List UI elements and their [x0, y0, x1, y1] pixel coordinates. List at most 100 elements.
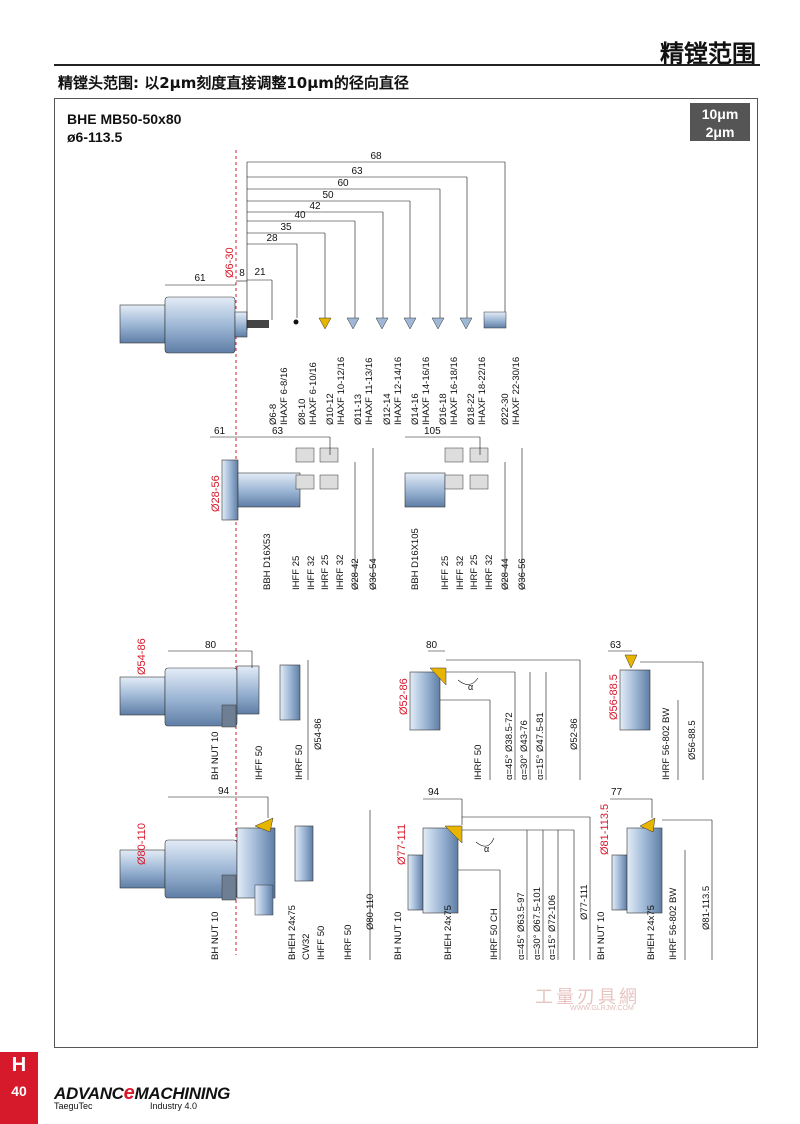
row3-c-drawing — [619, 654, 651, 731]
top-boring-head — [119, 296, 269, 354]
row4-c-drawing — [611, 817, 663, 914]
row4-c-dim: 77 — [611, 787, 623, 798]
bar-dim-105: 105 — [424, 426, 441, 437]
label-ihrf-25-a: IHRF 25 — [320, 555, 331, 590]
label-bh-nut-10-c: BH NUT 10 — [393, 912, 404, 960]
label-ihaxf-6-10: IHAXF 6-10/16 — [308, 362, 319, 425]
dim-28: 28 — [266, 233, 278, 244]
diagram-frame — [54, 98, 758, 1048]
top-insert-labels: Ø6-8 IHAXF 6-8/16 Ø8-10 IHAXF 6-10/16 Ø1… — [268, 357, 522, 425]
dim-42: 42 — [309, 201, 321, 212]
label-d36-54: Ø36-54 — [368, 558, 379, 590]
row3-b-red-label: Ø52-86 — [398, 678, 410, 715]
watermark: 工量刃具網 — [535, 987, 640, 1008]
label-bbh-d16x105: BBH D16X105 — [410, 528, 421, 590]
label-d81-113: Ø81-113.5 — [701, 886, 712, 930]
row4-b-labels: BH NUT 10 BHEH 24x75 IHRF 50 CH α=45° Ø6… — [393, 884, 590, 960]
row4-c-red-label: Ø81-113.5 — [599, 804, 611, 855]
label-d8-10: Ø8-10 — [297, 399, 308, 425]
row3-a-dim: 80 — [205, 640, 217, 651]
page-number: 40 — [11, 1083, 27, 1099]
label-ihrf-32-b: IHRF 32 — [484, 555, 495, 590]
label-ihaxf-10-12: IHAXF 10-12/16 — [336, 357, 347, 425]
label-bheh-24x75-b: BHEH 24x75 — [443, 905, 454, 960]
row4-a-red-label: Ø80-110 — [136, 823, 148, 865]
label-bbh-d16x53: BBH D16X53 — [262, 533, 273, 590]
label-ihrf-50-b: IHRF 50 — [473, 745, 484, 780]
model-name: BHE MB50-50x80 — [67, 111, 182, 127]
watermark-url: WWW.GLRJW.COM — [570, 1005, 634, 1012]
brand-left: ADVANC — [54, 1084, 124, 1103]
label-ihaxf-22-30: IHAXF 22-30/16 — [511, 357, 522, 425]
label-a45-d38-72: α=45° Ø38.5-72 — [504, 712, 515, 780]
bar-left-drawing — [221, 447, 339, 521]
row3-a-red-label: Ø54-86 — [136, 638, 148, 675]
label-d11-13: Ø11-13 — [353, 394, 364, 425]
row4-b-dims — [423, 798, 591, 960]
brand-right: MACHINING — [134, 1084, 231, 1103]
label-a30-d67-101: α=30° Ø67.5-101 — [532, 887, 543, 960]
row3-b-drawing — [409, 667, 447, 731]
label-a30-d43-76: α=30° Ø43-76 — [519, 720, 530, 780]
row3-b-dim: 80 — [426, 640, 438, 651]
label-ihaxf-12-14: IHAXF 12-14/16 — [393, 357, 404, 425]
row4-b-alpha: α — [484, 844, 489, 854]
label-ihrf-56-802-bw-b: IHRF 56-802 BW — [668, 888, 679, 960]
label-ihaxf-18-22: IHAXF 18-22/16 — [477, 357, 488, 425]
page-subtitle: 精镗头范围: 以2μm刻度直接调整10μm的径向直径 — [58, 74, 409, 92]
page-title: 精镗范围 — [660, 40, 756, 68]
dim-35: 35 — [280, 222, 292, 233]
label-d54-86-a: Ø54-86 — [313, 718, 324, 750]
brand-sub-right: Industry 4.0 — [150, 1101, 198, 1111]
label-ihrf-32-a: IHRF 32 — [335, 555, 346, 590]
row4-c-dims — [610, 798, 713, 960]
resolution-badge: 10μm 2μm — [690, 103, 750, 141]
top-dim-values: 68 63 60 50 42 40 35 28 21 8 61 — [194, 151, 382, 284]
label-ihaxf-14-16: IHAXF 14-16/16 — [421, 357, 432, 425]
label-ihff-25-b: IHFF 25 — [440, 556, 451, 590]
label-d6-8: Ø6-8 — [268, 404, 279, 425]
label-bh-nut-10-a: BH NUT 10 — [210, 732, 221, 780]
label-ihaxf-16-18: IHAXF 16-18/16 — [449, 357, 460, 425]
bar-right-labels: BBH D16X105 IHFF 25 IHFF 32 IHRF 25 IHRF… — [410, 528, 528, 590]
label-ihff-32-a: IHFF 32 — [306, 556, 317, 590]
dim-50: 50 — [322, 190, 334, 201]
bar-left-labels: BBH D16X53 IHFF 25 IHFF 32 IHRF 25 IHRF … — [262, 533, 379, 590]
row3-a-dims — [168, 650, 309, 780]
bar-left-dims — [210, 436, 374, 590]
label-ihrf-25-b: IHRF 25 — [469, 555, 480, 590]
top-dimension-lines — [165, 161, 506, 330]
dim-60: 60 — [337, 178, 349, 189]
label-bheh-24x75-c: BHEH 24x75 — [646, 905, 657, 960]
dim-40: 40 — [294, 210, 306, 221]
label-bh-nut-10-b: BH NUT 10 — [210, 912, 221, 960]
bar-dim-63: 63 — [272, 426, 284, 437]
bar-right-drawing — [404, 447, 489, 508]
model-range: ø6-113.5 — [67, 129, 123, 145]
model-heading: BHE MB50-50x80 ø6-113.5 — [67, 110, 181, 146]
row3-a-labels: BH NUT 10 IHFF 50 IHRF 50 Ø54-86 — [210, 718, 324, 780]
row3-b-dims — [428, 650, 581, 780]
label-bheh-24x75-a: BHEH 24x75 — [287, 905, 298, 960]
row4-b-dim: 94 — [428, 787, 440, 798]
label-d16-18: Ø16-18 — [438, 393, 449, 425]
label-d28-44: Ø28-44 — [500, 558, 511, 590]
row3-c-dim: 63 — [610, 640, 622, 651]
row3-c-red-label: Ø56-88.5 — [608, 674, 620, 720]
label-ihrf-50-c: IHRF 50 — [343, 925, 354, 960]
label-d80-110: Ø80-110 — [365, 894, 376, 930]
label-d22-30: Ø22-30 — [500, 393, 511, 425]
label-d52-86: Ø52-86 — [569, 718, 580, 750]
label-ihff-50-b: IHFF 50 — [316, 926, 327, 960]
bar-red-label: Ø28-56 — [210, 475, 222, 512]
label-ihff-25-a: IHFF 25 — [291, 556, 302, 590]
label-d10-12: Ø10-12 — [325, 393, 336, 425]
row4-b-red-label: Ø77-111 — [396, 824, 408, 865]
label-d12-14: Ø12-14 — [382, 393, 393, 425]
bar-dim-61: 61 — [214, 426, 226, 437]
label-d56-88: Ø56-88.5 — [687, 720, 698, 760]
row3-b-labels: IHRF 50 α=45° Ø38.5-72 α=30° Ø43-76 α=15… — [473, 712, 580, 780]
dim-8: 8 — [239, 268, 245, 279]
row4-c-labels: BH NUT 10 BHEH 24x75 IHRF 56-802 BW Ø81-… — [596, 886, 712, 960]
